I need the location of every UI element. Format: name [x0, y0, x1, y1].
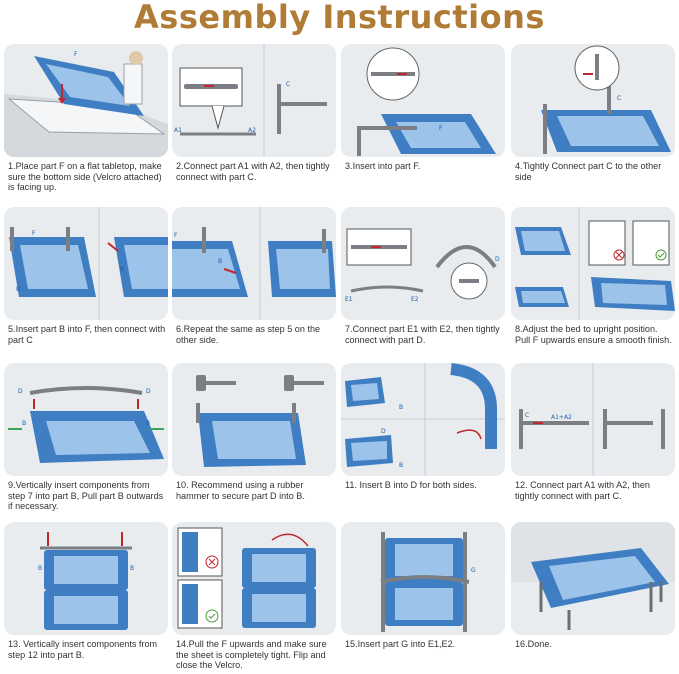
step-12-label-0: C: [525, 412, 529, 419]
step-6-caption: 6.Repeat the same as step 5 on the other…: [176, 324, 321, 345]
step-8-caption: 8.Adjust the bed to upright position. Pu…: [515, 324, 672, 345]
step-5-label-1: B: [16, 286, 20, 293]
step-4-label-0: C: [617, 95, 621, 102]
step-16-illustration: [511, 522, 675, 635]
step-1-label-0: F: [74, 51, 78, 58]
step-7-label-0: E1: [345, 296, 353, 303]
step-13-caption: 13. Vertically insert components from st…: [8, 639, 158, 660]
step-10-caption: 10. Recommend using a rubber hammer to s…: [176, 480, 305, 501]
step-2-label-0: C: [286, 81, 290, 88]
step-12-caption: 12. Connect part A1 with A2, then tightl…: [515, 480, 650, 501]
step-11-label-2: B: [399, 462, 403, 469]
page-title: Assembly Instructions: [134, 0, 545, 36]
step-13-label-0: B: [38, 565, 42, 572]
step-12-label-1: A1+A2: [551, 414, 572, 421]
step-10-illustration: [172, 363, 336, 476]
step-11-label-1: D: [381, 428, 386, 435]
step-11-illustration: B D B: [341, 363, 505, 476]
step-6-illustration: F B: [172, 207, 336, 320]
step-7-label-1: E2: [411, 296, 419, 303]
step-15-label-0: G: [471, 567, 476, 574]
step-7-illustration: E1 E2 D: [341, 207, 505, 320]
step-3-label-0: F: [439, 125, 443, 132]
step-6-label-1: B: [218, 258, 222, 265]
step-1-illustration: F: [4, 44, 168, 157]
step-14-illustration: [172, 522, 336, 635]
step-1-caption: 1.Place part F on a flat tabletop, make …: [8, 161, 162, 193]
step-9-caption: 9.Vertically insert components from step…: [8, 480, 164, 512]
step-15-caption: 15.Insert part G into E1,E2.: [345, 639, 456, 649]
step-5-label-0: F: [32, 230, 36, 237]
step-7-caption: 7.Connect part E1 with E2, then tightly …: [345, 324, 500, 345]
step-9-label-0: D: [18, 388, 23, 395]
step-2-caption: 2.Connect part A1 with A2, then tightly …: [176, 161, 330, 182]
step-2-label-1: A1: [174, 127, 182, 134]
step-9-label-3: B: [146, 420, 150, 427]
step-4-illustration: C: [511, 44, 675, 157]
step-9-illustration: D D B B: [4, 363, 168, 476]
step-15-illustration: G: [341, 522, 505, 635]
step-3-illustration: F: [341, 44, 505, 157]
step-16-caption: 16.Done.: [515, 639, 552, 649]
step-11-caption: 11. Insert B into D for both sides.: [345, 480, 477, 490]
step-13-label-1: B: [130, 565, 134, 572]
step-11-label-0: B: [399, 404, 403, 411]
step-2-illustration: C A1 A2: [172, 44, 336, 157]
step-5-illustration: F B B: [4, 207, 168, 320]
step-2-label-2: A2: [248, 127, 256, 134]
step-9-label-2: B: [22, 420, 26, 427]
step-8-illustration: [511, 207, 675, 320]
step-7-label-2: D: [495, 256, 500, 263]
step-12-illustration: C A1+A2: [511, 363, 675, 476]
step-5-label-2: B: [120, 266, 124, 273]
step-9-label-1: D: [146, 388, 151, 395]
step-6-label-0: F: [174, 232, 178, 239]
step-5-caption: 5.Insert part B into F, then connect wit…: [8, 324, 166, 345]
step-4-caption: 4.Tightly Connect part C to the other si…: [515, 161, 662, 182]
step-3-caption: 3.Insert into part F.: [345, 161, 421, 171]
step-14-caption: 14.Pull the F upwards and make sure the …: [176, 639, 327, 671]
step-13-illustration: B B: [4, 522, 168, 635]
